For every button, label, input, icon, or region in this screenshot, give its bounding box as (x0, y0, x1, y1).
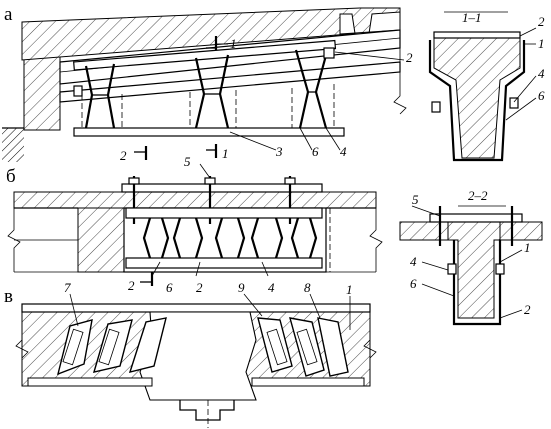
section-1-1-title: 1–1 (462, 10, 482, 25)
callout-b-6: 6 (166, 280, 173, 295)
gutter-notch (339, 11, 401, 41)
section-2-2-title: 2–2 (468, 188, 488, 203)
callout-a-3: 3 (275, 144, 283, 159)
floor-slab (13, 191, 377, 209)
support-column (23, 49, 61, 131)
callout-s11-1: 1 (538, 36, 545, 51)
callout-a-6: 6 (312, 144, 319, 159)
section-2-2-clip (452, 240, 502, 326)
panel-a-elevation (2, 7, 407, 162)
cut-mark-b-2: 2 (128, 278, 135, 293)
section-1-1-concrete (433, 35, 521, 159)
callout-v-9: 9 (238, 280, 245, 295)
panel-b-label: б (6, 166, 16, 187)
panel-a-label: а (4, 4, 13, 25)
left-column (77, 207, 127, 273)
section-2-2-rib (447, 221, 501, 319)
callout-b-5: 5 (184, 154, 191, 169)
callout-v-8: 8 (304, 280, 311, 295)
callout-a-4: 4 (340, 144, 347, 159)
left-openings (56, 317, 167, 376)
panel-v-label: в (4, 286, 13, 307)
cut-mark-1: 1 (222, 146, 229, 161)
callout-s22-5: 5 (412, 192, 419, 207)
ground-hatch (2, 128, 24, 162)
callout-v-7: 7 (64, 280, 71, 295)
callout-b-2: 2 (196, 280, 203, 295)
callout-s11-2: 2 (538, 14, 545, 29)
callout-s22-6: 6 (410, 276, 417, 291)
zigzag-struts (142, 217, 318, 259)
callout-s22-4: 4 (410, 254, 417, 269)
section-2-2 (399, 205, 543, 326)
strut-frames (73, 47, 335, 129)
callout-a-2: 2 (406, 50, 413, 65)
top-channel (73, 39, 337, 71)
right-openings (257, 317, 349, 377)
callout-s22-2: 2 (524, 302, 531, 317)
callout-s22-1: 1 (524, 240, 531, 255)
panel-v-elevation (15, 293, 377, 428)
callout-a-1: 1 (230, 36, 237, 51)
top-plate (121, 183, 323, 193)
pedestal (179, 400, 235, 421)
section-1-1-clip (428, 40, 526, 162)
cut-mark-2: 2 (120, 148, 127, 163)
callout-v-1: 1 (346, 282, 353, 297)
bottom-channel (73, 127, 345, 137)
callout-s11-4: 4 (538, 66, 545, 81)
panel-b-elevation (7, 163, 383, 286)
callout-s11-6: 6 (538, 88, 545, 103)
callout-b-4: 4 (268, 280, 275, 295)
section-1-1 (428, 11, 537, 162)
